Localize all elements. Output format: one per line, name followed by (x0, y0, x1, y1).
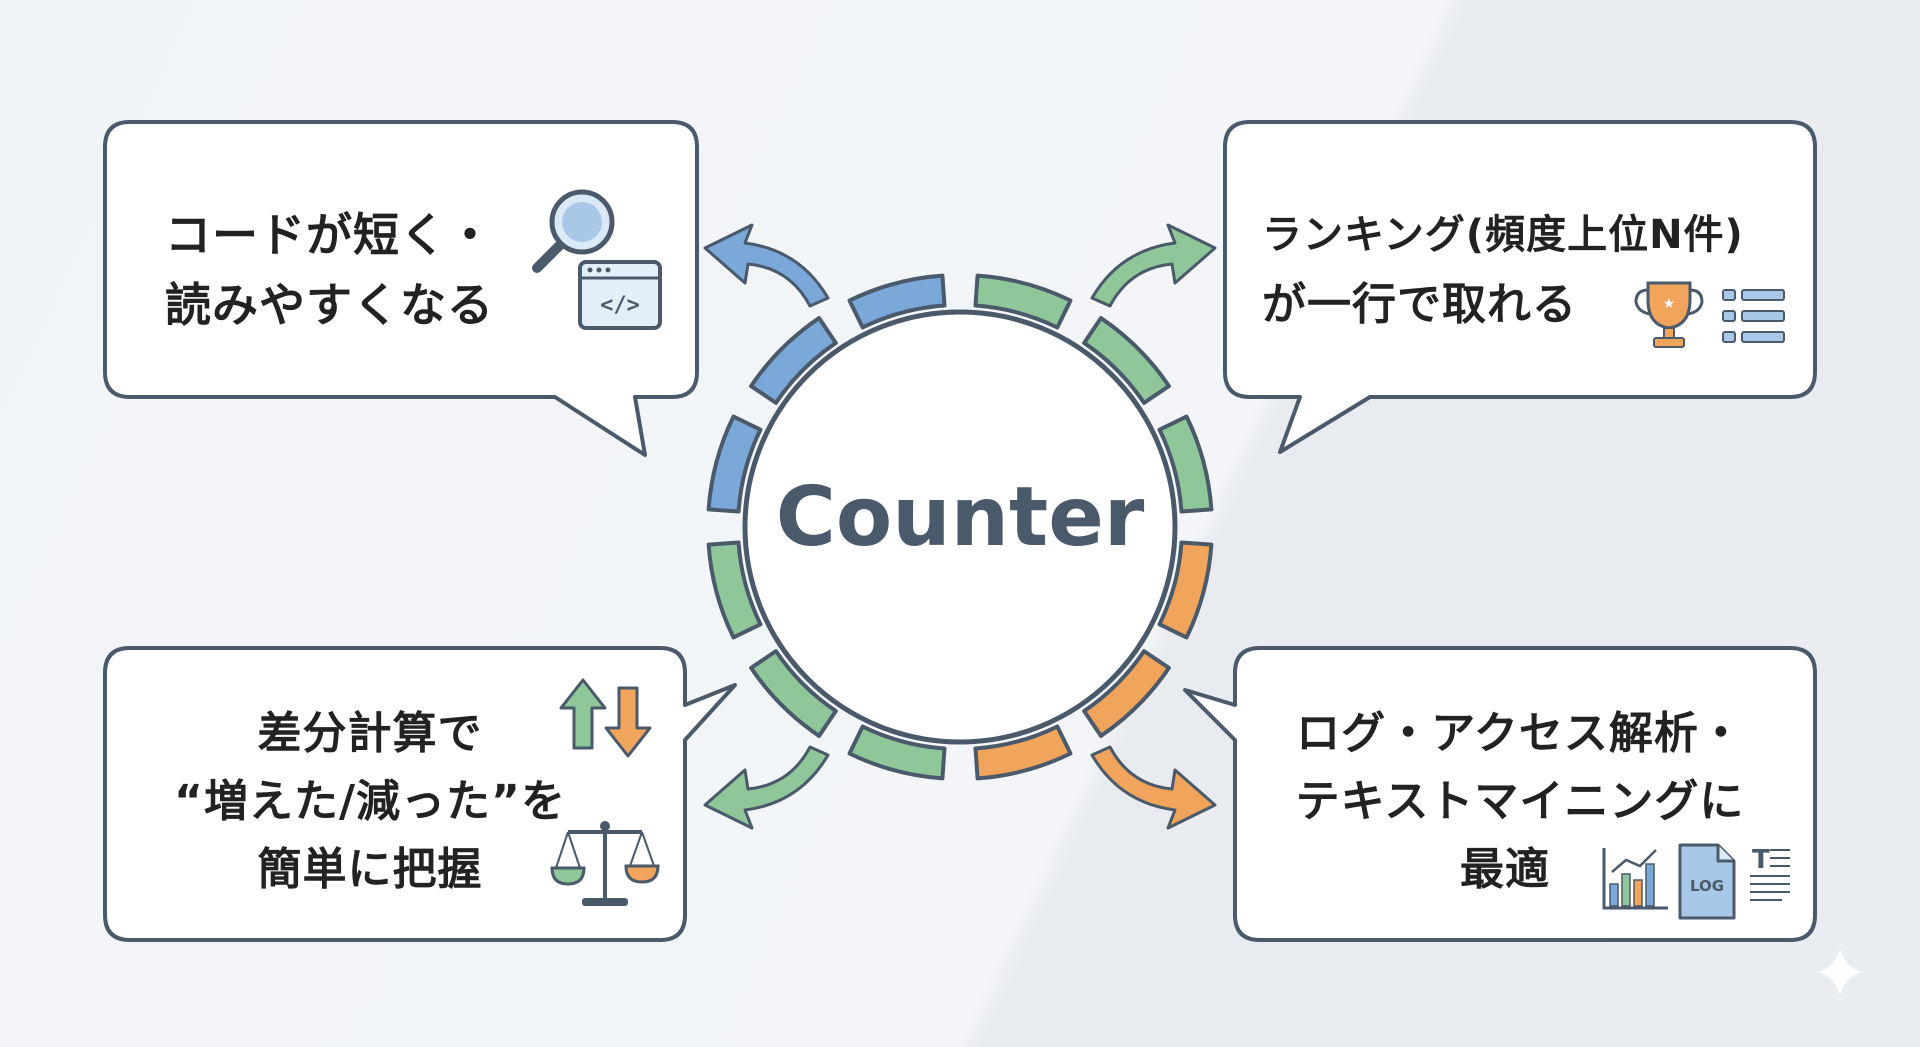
benefit-top-right-text: ランキング(頻度上位N件) が一行で取れる (1262, 200, 1744, 340)
benefit-bottom-right-text: ログ・アクセス解析・ テキストマイニングに 最適 (1270, 700, 1770, 904)
ring-segment (706, 540, 763, 640)
list-icon (1722, 289, 1785, 343)
ring-segment (847, 273, 947, 330)
ring-segment (749, 316, 838, 405)
svg-text:T: T (1752, 845, 1770, 875)
up-down-arrows-icon (559, 678, 652, 758)
svg-text:</>: </> (600, 293, 640, 318)
ring-segment (973, 273, 1073, 330)
trophy-icon: ★ (1634, 281, 1704, 348)
bubble-bottom-right (1183, 646, 1817, 942)
bar-chart-icon (1602, 848, 1668, 910)
benefit-line: ランキング(頻度上位N件) (1262, 212, 1744, 258)
magnifier-icon (532, 189, 615, 273)
log-file-icon: LOG (1678, 843, 1736, 920)
benefit-line: 差分計算で (257, 708, 483, 759)
svg-text:★: ★ (1663, 296, 1676, 312)
sparkle-icon (1816, 948, 1864, 996)
arrow-to-bottom-right (1090, 745, 1217, 830)
hub-ring (706, 273, 1214, 781)
ring-segment (706, 414, 763, 514)
text-document-icon: T (1750, 845, 1790, 901)
benefit-line: コードが短く・ (165, 208, 494, 262)
ring-segment (1082, 649, 1171, 738)
benefit-line: が一行で取れる (1262, 279, 1577, 330)
ring-segment (1157, 414, 1214, 514)
code-window-icon: </> (578, 260, 662, 330)
bubble-top-right (1223, 120, 1817, 454)
arrow-to-bottom-left (703, 745, 830, 830)
benefit-bottom-left-text: 差分計算で “増えた/減った”を 簡単に把握 (160, 700, 580, 904)
ring-segment (973, 724, 1073, 781)
ring-segment (1082, 316, 1171, 405)
benefit-line: ログ・アクセス解析・ (1296, 708, 1744, 759)
balance-scale-icon (550, 821, 660, 906)
arrow-to-top-left (703, 223, 830, 308)
arrow-to-top-right (1090, 223, 1217, 308)
benefit-line: 最適 (1460, 844, 1550, 895)
hub-circle (742, 309, 1178, 745)
bubble-top-left (103, 120, 699, 457)
ring-segment (749, 649, 838, 738)
log-file-label: LOG (1690, 877, 1724, 895)
benefit-line: 簡単に把握 (257, 844, 483, 895)
ring-segment (1157, 540, 1214, 640)
benefit-line: 読みやすくなる (165, 278, 494, 332)
hub-label: Counter (775, 470, 1145, 565)
benefit-line: テキストマイニングに (1295, 776, 1745, 827)
benefit-line: “増えた/減った”を (174, 776, 566, 827)
benefit-top-left-text: コードが短く・ 読みやすくなる (165, 200, 494, 340)
ring-segment (847, 724, 947, 781)
